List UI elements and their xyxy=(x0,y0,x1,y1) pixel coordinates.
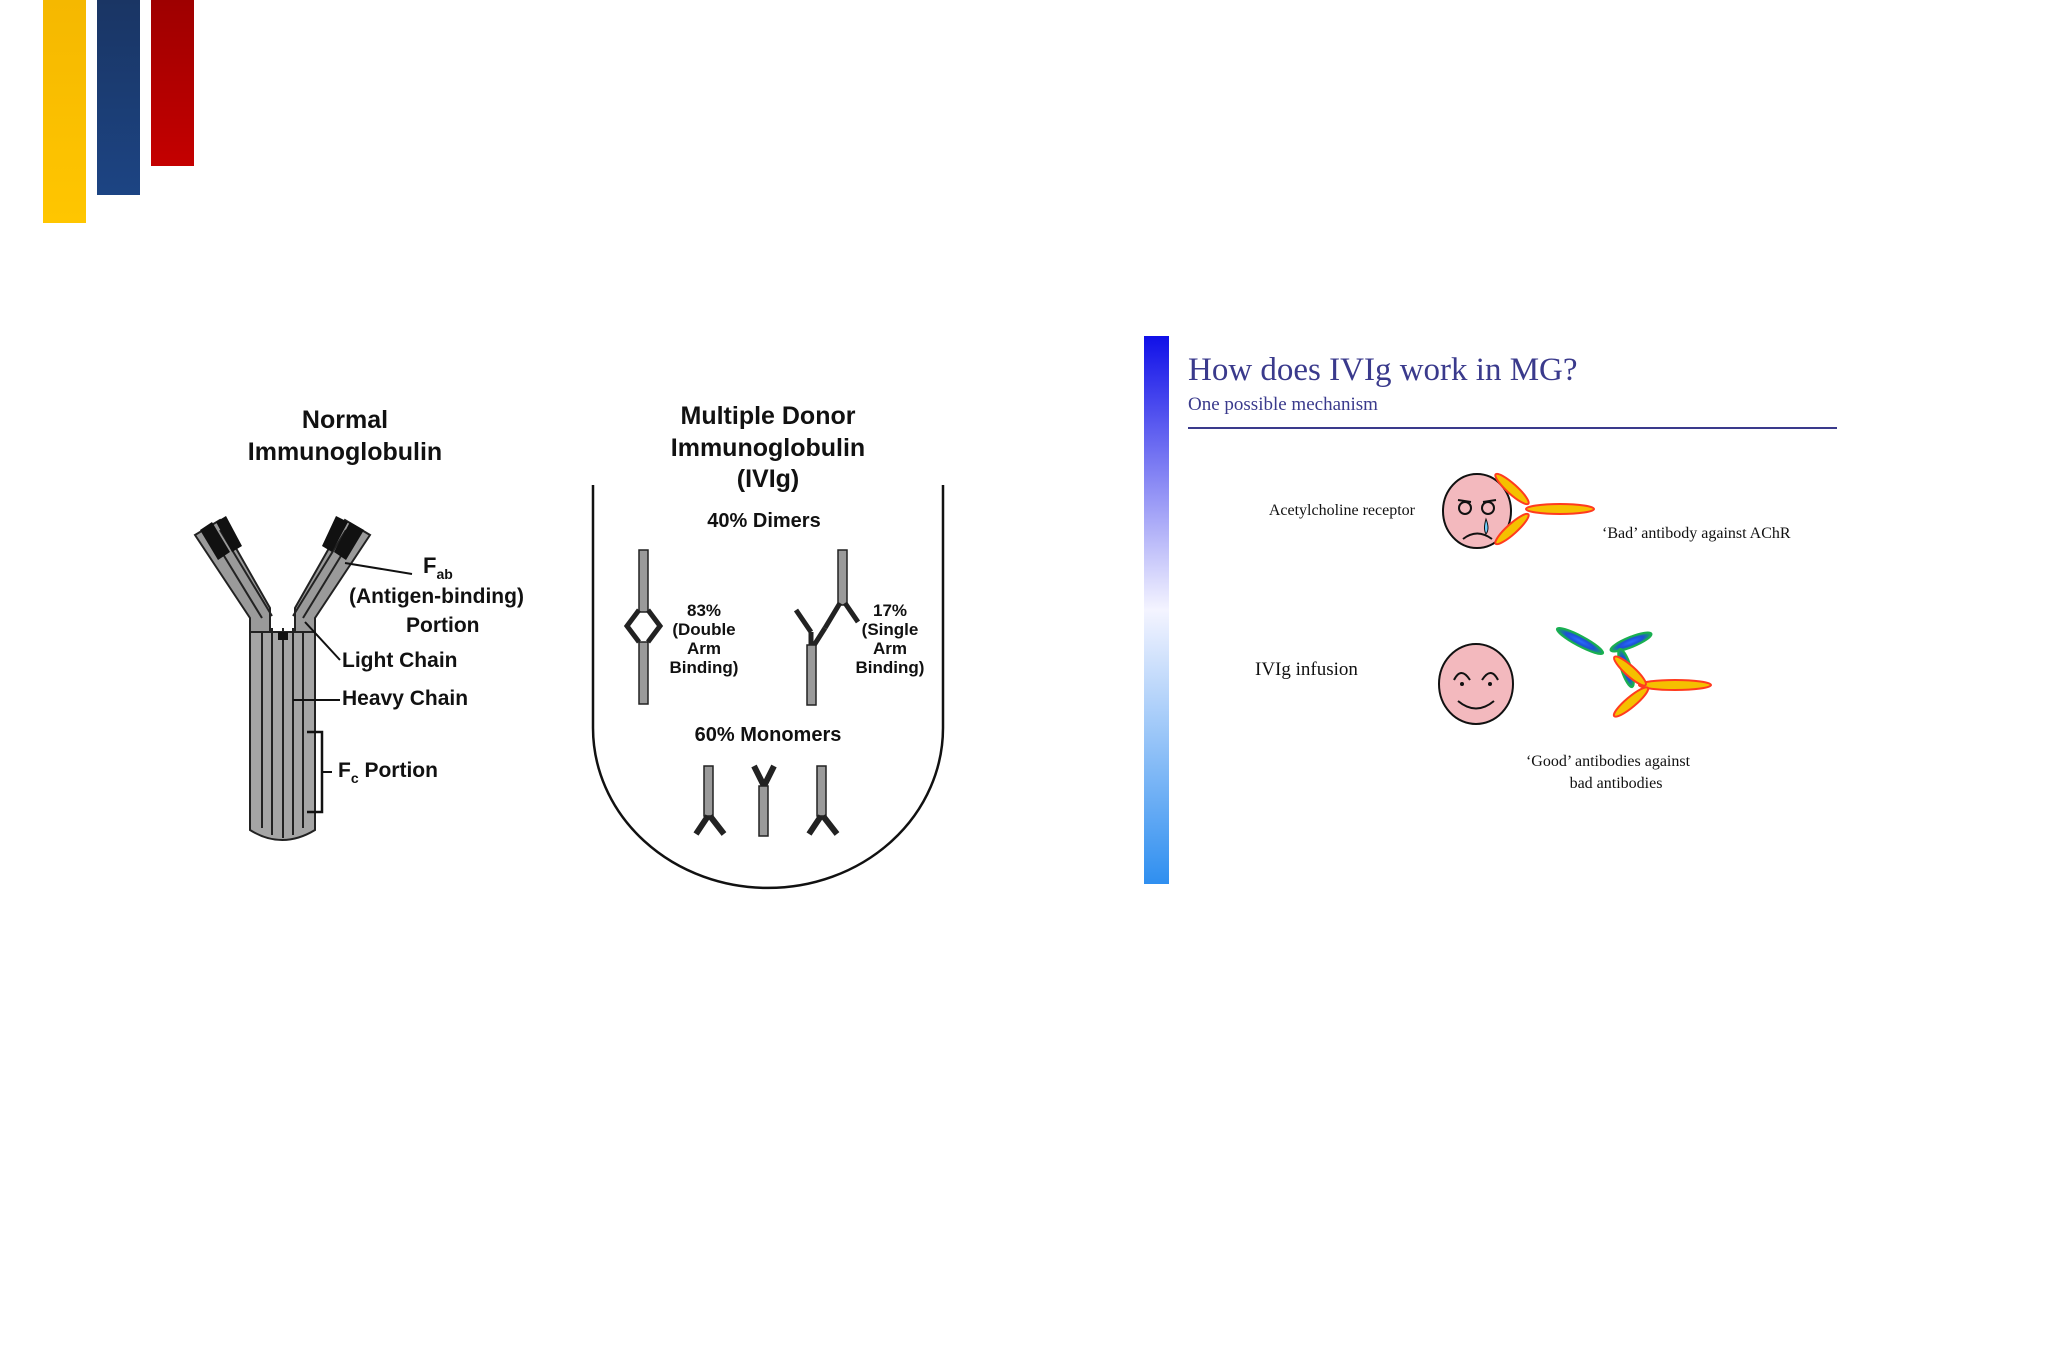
double-arm-line3: Binding) xyxy=(670,658,739,677)
light-chain-label: Light Chain xyxy=(342,649,457,672)
fab-label: Fab xyxy=(423,553,453,582)
single-arm-percent: 17% xyxy=(873,601,907,620)
normal-antibody-figure xyxy=(193,516,372,841)
fab-desc-line1: (Antigen-binding) xyxy=(349,585,524,608)
ivig-container xyxy=(591,485,945,890)
ivig-title-line3: (IVIg) xyxy=(737,465,800,493)
decorative-bar-yellow xyxy=(43,0,86,223)
fab-desc-line2: Portion xyxy=(406,614,480,637)
monomer-figures xyxy=(693,764,840,837)
normal-title-line1: Normal xyxy=(302,406,388,434)
slide-title: How does IVIg work in MG? xyxy=(1188,352,1578,388)
monomers-label: 60% Monomers xyxy=(695,724,842,746)
decorative-bar-blue xyxy=(97,0,140,195)
sad-face-receptor xyxy=(1442,473,1512,549)
dimers-label: 40% Dimers xyxy=(707,510,820,532)
normal-title-line2: Immunoglobulin xyxy=(248,438,442,466)
single-arm-dimer-figure xyxy=(793,549,861,706)
decorative-bar-red xyxy=(151,0,194,166)
good-antibodies-label-line2: bad antibodies xyxy=(1570,775,1663,792)
heavy-chain-label: Heavy Chain xyxy=(342,687,468,710)
slide-accent-bar xyxy=(1144,336,1169,884)
bad-antibody-label: ‘Bad’ antibody against AChR xyxy=(1602,525,1791,542)
double-arm-line1: (Double xyxy=(672,620,735,639)
happy-face xyxy=(1438,643,1514,725)
double-arm-percent: 83% xyxy=(687,601,721,620)
double-arm-dimer-figure xyxy=(623,549,664,705)
single-arm-line2: Arm xyxy=(873,639,907,658)
fc-portion-label: Fc Portion xyxy=(338,759,438,786)
immunoglobulin-diagram: Normal Immunoglobulin Fab (Antigen-bindi… xyxy=(193,402,945,890)
ivig-title-line2: Immunoglobulin xyxy=(671,434,865,462)
ivig-mechanism-slide: How does IVIg work in MG? One possible m… xyxy=(1144,336,1837,884)
slide-subtitle: One possible mechanism xyxy=(1188,394,1378,415)
bad-antibody-icon xyxy=(1494,472,1595,546)
single-arm-line3: Binding) xyxy=(856,658,925,677)
double-arm-line2: Arm xyxy=(687,639,721,658)
ivig-title-line1: Multiple Donor xyxy=(681,402,856,430)
single-arm-line1: (Single xyxy=(862,620,919,639)
good-antibodies-label-line1: ‘Good’ antibodies against xyxy=(1526,753,1691,770)
ivig-infusion-label: IVIg infusion xyxy=(1255,659,1358,680)
ach-receptor-label: Acetylcholine receptor xyxy=(1269,502,1416,519)
good-antibodies-icon xyxy=(1555,627,1712,718)
